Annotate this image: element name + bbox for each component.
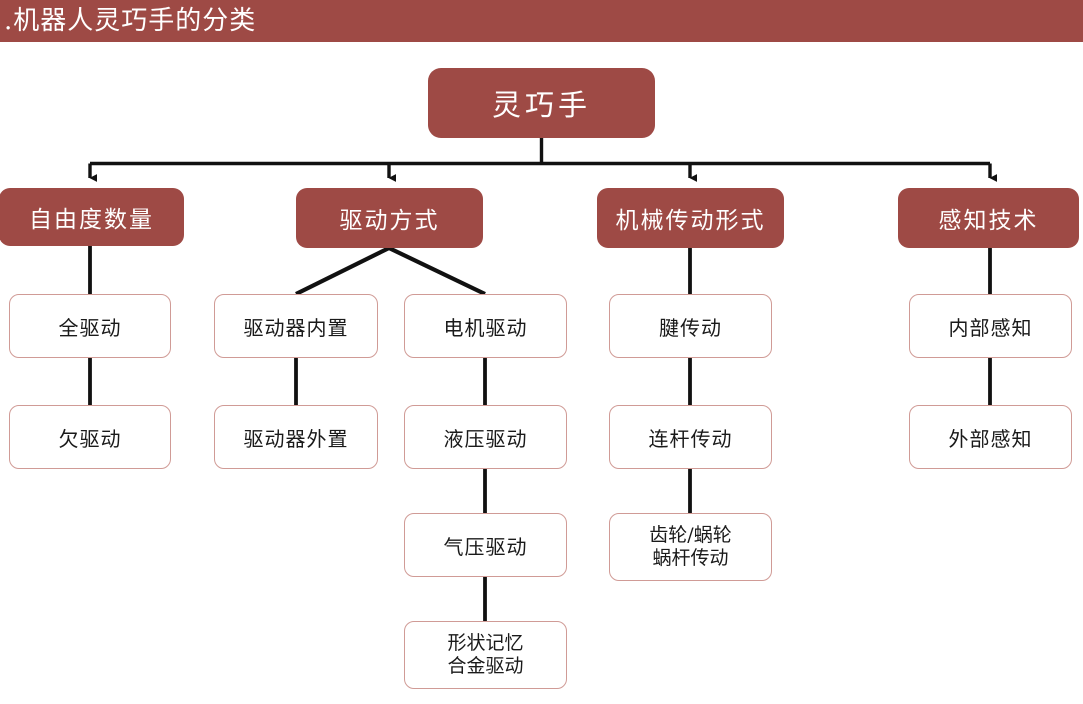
node-leaf-tendon-transmission[interactable]: 腱传动 [609,294,772,358]
classification-tree-diagram: 灵巧手 自由度数量 驱动方式 机械传动形式 感知技术 全驱动 欠驱动 驱动器内置… [0,42,1083,704]
node-leaf-underactuated[interactable]: 欠驱动 [9,405,171,469]
node-leaf-gear-worm-transmission[interactable]: 齿轮/蜗轮 蜗杆传动 [609,513,772,581]
node-root[interactable]: 灵巧手 [428,68,655,138]
node-leaf-external-sensing[interactable]: 外部感知 [909,405,1072,469]
node-branch-actuation[interactable]: 驱动方式 [296,188,483,248]
node-leaf-hydraulic-drive[interactable]: 液压驱动 [404,405,567,469]
node-branch-transmission[interactable]: 机械传动形式 [597,188,784,248]
node-leaf-motor-drive[interactable]: 电机驱动 [404,294,567,358]
node-leaf-actuator-external[interactable]: 驱动器外置 [214,405,378,469]
node-leaf-actuator-internal[interactable]: 驱动器内置 [214,294,378,358]
connector-lines [88,138,997,622]
page-title: .机器人灵巧手的分类 [4,6,257,36]
node-leaf-shape-memory-alloy-drive[interactable]: 形状记忆 合金驱动 [404,621,567,689]
node-leaf-linkage-transmission[interactable]: 连杆传动 [609,405,772,469]
node-leaf-fully-actuated[interactable]: 全驱动 [9,294,171,358]
node-leaf-internal-sensing[interactable]: 内部感知 [909,294,1072,358]
node-branch-sensing[interactable]: 感知技术 [898,188,1079,248]
node-leaf-pneumatic-drive[interactable]: 气压驱动 [404,513,567,577]
node-branch-dof[interactable]: 自由度数量 [0,188,184,246]
header-bar: .机器人灵巧手的分类 [0,0,1083,42]
